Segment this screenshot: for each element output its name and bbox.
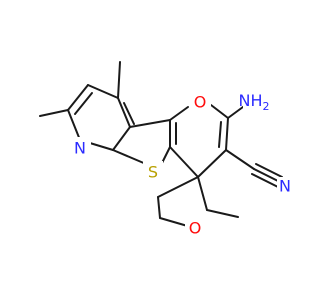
bond: [218, 121, 222, 148]
bond: [255, 163, 283, 178]
oxolane-oxygen-bg: [185, 217, 207, 239]
bond: [169, 106, 189, 121]
bond: [74, 92, 93, 115]
bond: [157, 196, 161, 219]
bond: [251, 173, 279, 188]
bond: [197, 149, 227, 178]
amine-label-bg: [243, 90, 277, 114]
thiophene-sulfur-bg: [143, 161, 163, 183]
amine-subscript: 2: [263, 100, 270, 113]
bond: [225, 149, 255, 170]
pyran-oxygen-label: O: [194, 93, 207, 112]
bond: [253, 168, 281, 183]
pyridine-nitrogen-bg: [71, 137, 91, 159]
oxolane-oxygen-label: O: [189, 219, 202, 238]
bond: [129, 119, 171, 128]
bond: [197, 176, 208, 211]
bond: [123, 102, 135, 125]
bond: [112, 126, 131, 151]
thiophene-sulfur-label: S: [148, 163, 158, 182]
pyridine-nitrogen-label: N: [74, 139, 86, 158]
bond: [87, 84, 119, 99]
bond: [67, 109, 81, 141]
molecule-drawing: NH2 O N S N O: [39, 61, 295, 239]
amine-label: NH2: [239, 91, 270, 113]
structure-canvas: NH2 O N S N O: [39, 61, 295, 239]
bond: [112, 149, 147, 165]
bond: [225, 117, 229, 151]
amine-main: NH: [239, 91, 263, 110]
bond: [117, 61, 121, 99]
bond: [169, 146, 199, 178]
bond: [210, 104, 229, 119]
bond: [39, 109, 69, 117]
pyran-oxygen-bg: [189, 91, 211, 113]
bond: [67, 84, 89, 111]
bond: [157, 176, 199, 198]
bond: [206, 209, 239, 218]
bond: [117, 97, 131, 128]
atom-label-layer: NH2 O N S N O: [71, 90, 295, 239]
nitrile-nitrogen-label: N: [279, 177, 291, 196]
nitrile-nitrogen-bg: [277, 177, 295, 197]
